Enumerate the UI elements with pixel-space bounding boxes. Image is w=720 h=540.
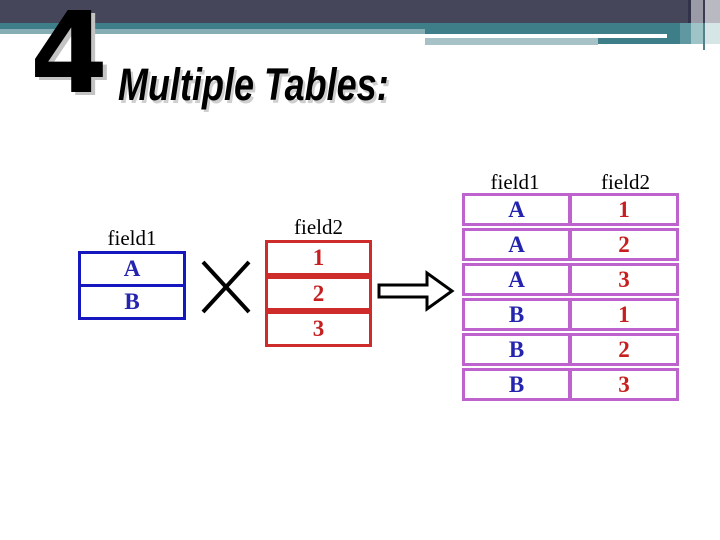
result-column-header-field1: field1 xyxy=(490,170,540,194)
header-teal-bar xyxy=(0,23,720,34)
result-value: B xyxy=(508,371,525,397)
table2-cell: 3 xyxy=(312,316,325,341)
header-bluegrey-stripe xyxy=(425,38,598,45)
result-cell-field1: A xyxy=(465,231,568,258)
table1-cell: B xyxy=(124,289,140,314)
result-cell-field2: 1 xyxy=(568,301,676,328)
table1-row: B xyxy=(81,284,183,317)
result-row: A 1 xyxy=(462,193,679,226)
result-column-header-field2: field2 xyxy=(601,170,650,194)
result-cell-field1: B xyxy=(465,301,568,328)
result-cell-field2: 1 xyxy=(568,196,676,223)
result-table: A 1 A 2 A 3 B 1 B 2 B 3 xyxy=(462,193,679,401)
header-dark-bar xyxy=(0,0,720,23)
result-value: A xyxy=(508,196,525,222)
result-row: A 2 xyxy=(462,228,679,261)
table2-row: 1 xyxy=(265,240,372,276)
right-arrow-icon xyxy=(377,269,455,318)
result-value: 1 xyxy=(618,301,630,327)
table1-label: field1 xyxy=(107,226,157,250)
result-cell-field1: A xyxy=(465,196,568,223)
result-cell-field1: B xyxy=(465,371,568,398)
table2-cell: 1 xyxy=(312,245,325,270)
result-row: A 3 xyxy=(462,263,679,296)
result-value: 3 xyxy=(618,371,630,397)
result-value: 1 xyxy=(618,196,630,222)
slide-title: Multiple Tables: xyxy=(118,59,389,110)
cross-product-icon xyxy=(199,258,253,321)
table1-row: A xyxy=(81,254,183,284)
result-value: 2 xyxy=(618,336,630,362)
result-value: 3 xyxy=(618,266,630,292)
table1-cell: A xyxy=(123,256,141,281)
table2: 1 2 3 xyxy=(265,240,372,347)
result-value: B xyxy=(508,336,525,362)
header-light-teal-stripe xyxy=(0,29,425,34)
result-value: B xyxy=(508,301,525,327)
header-right-accent xyxy=(705,23,720,44)
table2-row: 2 xyxy=(265,276,372,311)
header-accent-line xyxy=(703,0,705,23)
header-right-accent xyxy=(691,23,703,44)
result-cell-field1: B xyxy=(465,336,568,363)
table1: A B xyxy=(78,251,186,320)
result-row: B 3 xyxy=(462,368,679,401)
header-accent-line xyxy=(688,0,691,23)
result-cell-field1: A xyxy=(465,266,568,293)
result-value: A xyxy=(508,231,525,257)
result-value: 2 xyxy=(618,231,630,257)
header-silver-stripe xyxy=(705,0,720,23)
header-grey-stripe xyxy=(691,0,703,23)
result-cell-field2: 2 xyxy=(568,231,676,258)
header-right-accent xyxy=(680,23,691,44)
table2-row: 3 xyxy=(265,311,372,347)
header-right-accent xyxy=(703,23,705,50)
slide-number: 4 xyxy=(30,0,108,119)
table2-cell: 2 xyxy=(312,280,325,306)
result-cell-field2: 2 xyxy=(568,336,676,363)
result-cell-field2: 3 xyxy=(568,371,676,398)
result-row: B 2 xyxy=(462,333,679,366)
result-value: A xyxy=(508,266,525,292)
table2-label: field2 xyxy=(294,215,343,239)
header-white-stripe xyxy=(425,34,667,38)
result-row: B 1 xyxy=(462,298,679,331)
result-cell-field2: 3 xyxy=(568,266,676,293)
